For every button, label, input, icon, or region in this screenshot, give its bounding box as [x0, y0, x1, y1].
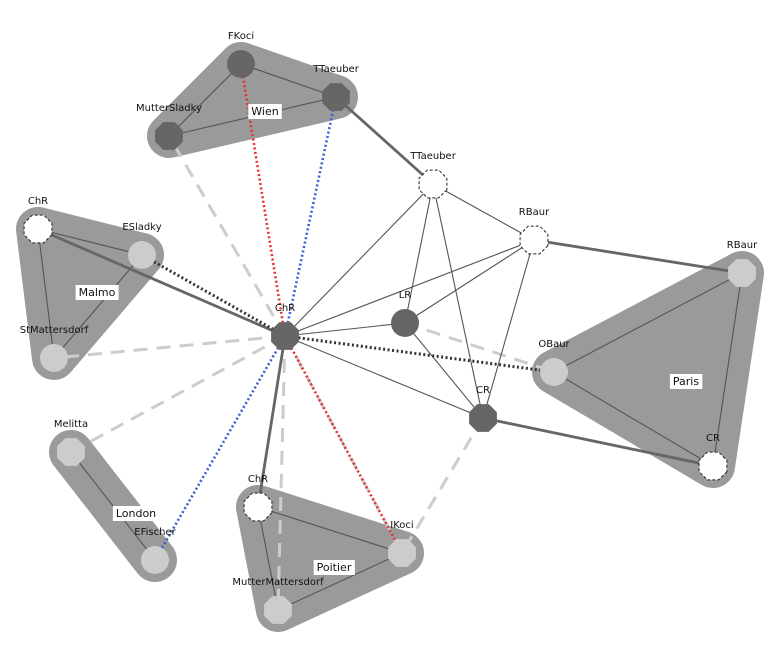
edge-lr-cr_c-thin: [404, 322, 484, 419]
edge-chr_center-esladky-black: [141, 253, 286, 338]
group-label-wien: Wien: [248, 104, 282, 119]
node-fkoci[interactable]: [227, 50, 255, 78]
nodes: [23, 50, 756, 624]
node-muttersladky[interactable]: [155, 122, 183, 150]
node-label-ttaeuber_c: TTaeuber: [409, 151, 457, 162]
node-label-rbaur_c: RBaur: [519, 207, 550, 218]
edge-ttaeuber_c-chr_center-thin: [284, 183, 434, 337]
edge-ikoci-muttermattersdorf-thin: [277, 552, 403, 611]
edge-chr_m-stmattersdorf-thin: [37, 228, 55, 359]
edge-chr_p-muttermattersdorf-thin: [257, 506, 279, 611]
node-rbaur_p[interactable]: [728, 259, 756, 287]
edge-ttaeuber_c-lr-thin: [404, 183, 434, 324]
group-label-paris: Paris: [669, 374, 703, 389]
node-obaur[interactable]: [540, 358, 568, 386]
node-label-muttersladky: MutterSladky: [136, 103, 202, 114]
node-label-esladky: ESladky: [122, 222, 161, 233]
labels: FKociTTaeuberMutterSladkyTTaeuberRBaurCh…: [20, 31, 758, 588]
svg-text:London: London: [116, 507, 156, 520]
node-melitta[interactable]: [57, 438, 85, 466]
edge-chr_center-cr_c-thin: [284, 335, 484, 419]
edge-rbaur_c-cr_c-thin: [482, 239, 535, 419]
edge-chr_p-ikoci-thin: [257, 506, 403, 554]
group-label-poitier: Poitier: [313, 560, 355, 575]
node-efischer[interactable]: [141, 546, 169, 574]
edge-obaur-cr_p-thin: [553, 371, 714, 467]
node-label-lr: LR: [399, 290, 412, 301]
node-label-cr_c: CR: [476, 385, 490, 396]
group-hull-wien: [147, 42, 358, 158]
edge-chr_center-stmattersdorf-dashed: [53, 334, 286, 360]
node-chr_m[interactable]: [23, 214, 53, 244]
node-label-rbaur_p: RBaur: [727, 240, 758, 251]
node-label-stmattersdorf: StMattersdorf: [20, 325, 89, 336]
edge-ttaeuber_c-rbaur_c-thin: [432, 183, 535, 241]
node-label-chr_center: ChR: [275, 303, 295, 314]
node-lr[interactable]: [391, 309, 419, 337]
node-label-fkoci: FKoci: [228, 31, 254, 42]
node-chr_center[interactable]: [271, 322, 299, 350]
node-label-ttaeuber_w: TTaeuber: [312, 64, 360, 75]
node-ttaeuber_c[interactable]: [418, 169, 448, 199]
node-ikoci[interactable]: [388, 539, 416, 567]
edge-chr_m-esladky-thin: [37, 228, 143, 256]
edge-rbaur_c-chr_center-thin: [284, 239, 535, 337]
node-rbaur_c[interactable]: [519, 225, 549, 255]
edge-ttaeuber_c-cr_c-thin: [432, 183, 484, 419]
edge-cr_c-cr_p-thick: [482, 416, 714, 468]
edge-chr_center-chr_p-thick: [256, 335, 287, 508]
node-muttermattersdorf[interactable]: [264, 596, 292, 624]
edge-lr-obaur-dashed: [404, 321, 555, 374]
node-label-efischer: EFischer: [134, 527, 176, 538]
svg-text:Malmo: Malmo: [79, 286, 116, 299]
edge-fkoci-muttersladky-thin: [168, 63, 242, 137]
node-label-chr_m: ChR: [28, 196, 48, 207]
edge-obaur-rbaur_p-thin: [553, 272, 743, 373]
edge-chr_m-chr_center-thick: [37, 227, 286, 338]
edge-rbaur_c-lr-thin: [404, 239, 535, 324]
edge-chr_center-melitta-dashed: [70, 334, 286, 454]
edge-ttaeuber_w-ttaeuber_c-thick: [335, 95, 434, 186]
node-esladky[interactable]: [128, 241, 156, 269]
edge-chr_center-lr-thin: [284, 322, 406, 337]
svg-text:Poitier: Poitier: [317, 561, 352, 574]
node-label-chr_p: ChR: [248, 474, 268, 485]
node-label-ikoci: IKoci: [390, 520, 413, 531]
svg-text:Wien: Wien: [251, 105, 278, 118]
node-chr_p[interactable]: [243, 492, 273, 522]
edge-chr_center-muttersladky-dashed: [167, 135, 287, 337]
node-label-cr_p: CR: [706, 433, 720, 444]
node-cr_p[interactable]: [698, 451, 728, 481]
edge-fkoci-ttaeuber_w-thin: [240, 63, 337, 98]
edge-cr_c-ikoci-dashed: [400, 417, 485, 554]
edge-chr_center-ttaeuber_w-blue: [283, 96, 338, 337]
node-label-melitta: Melitta: [54, 419, 88, 430]
edge-chr_center-ikoci-red: [283, 335, 404, 554]
svg-text:Paris: Paris: [673, 375, 699, 388]
edge-esladky-stmattersdorf-thin: [53, 254, 143, 359]
node-label-obaur: OBaur: [538, 339, 570, 350]
edges: [37, 63, 743, 611]
group-label-london: London: [112, 506, 160, 521]
edge-rbaur_c-rbaur_p-thick: [533, 238, 743, 275]
group-label-malmo: Malmo: [75, 285, 119, 300]
node-label-muttermattersdorf: MutterMattersdorf: [232, 577, 324, 588]
edge-rbaur_p-cr_p-thin: [712, 272, 743, 467]
node-ttaeuber_w[interactable]: [322, 83, 350, 111]
edge-chr_center-obaur-black: [284, 334, 555, 374]
node-stmattersdorf[interactable]: [40, 344, 68, 372]
node-cr_c[interactable]: [469, 404, 497, 432]
